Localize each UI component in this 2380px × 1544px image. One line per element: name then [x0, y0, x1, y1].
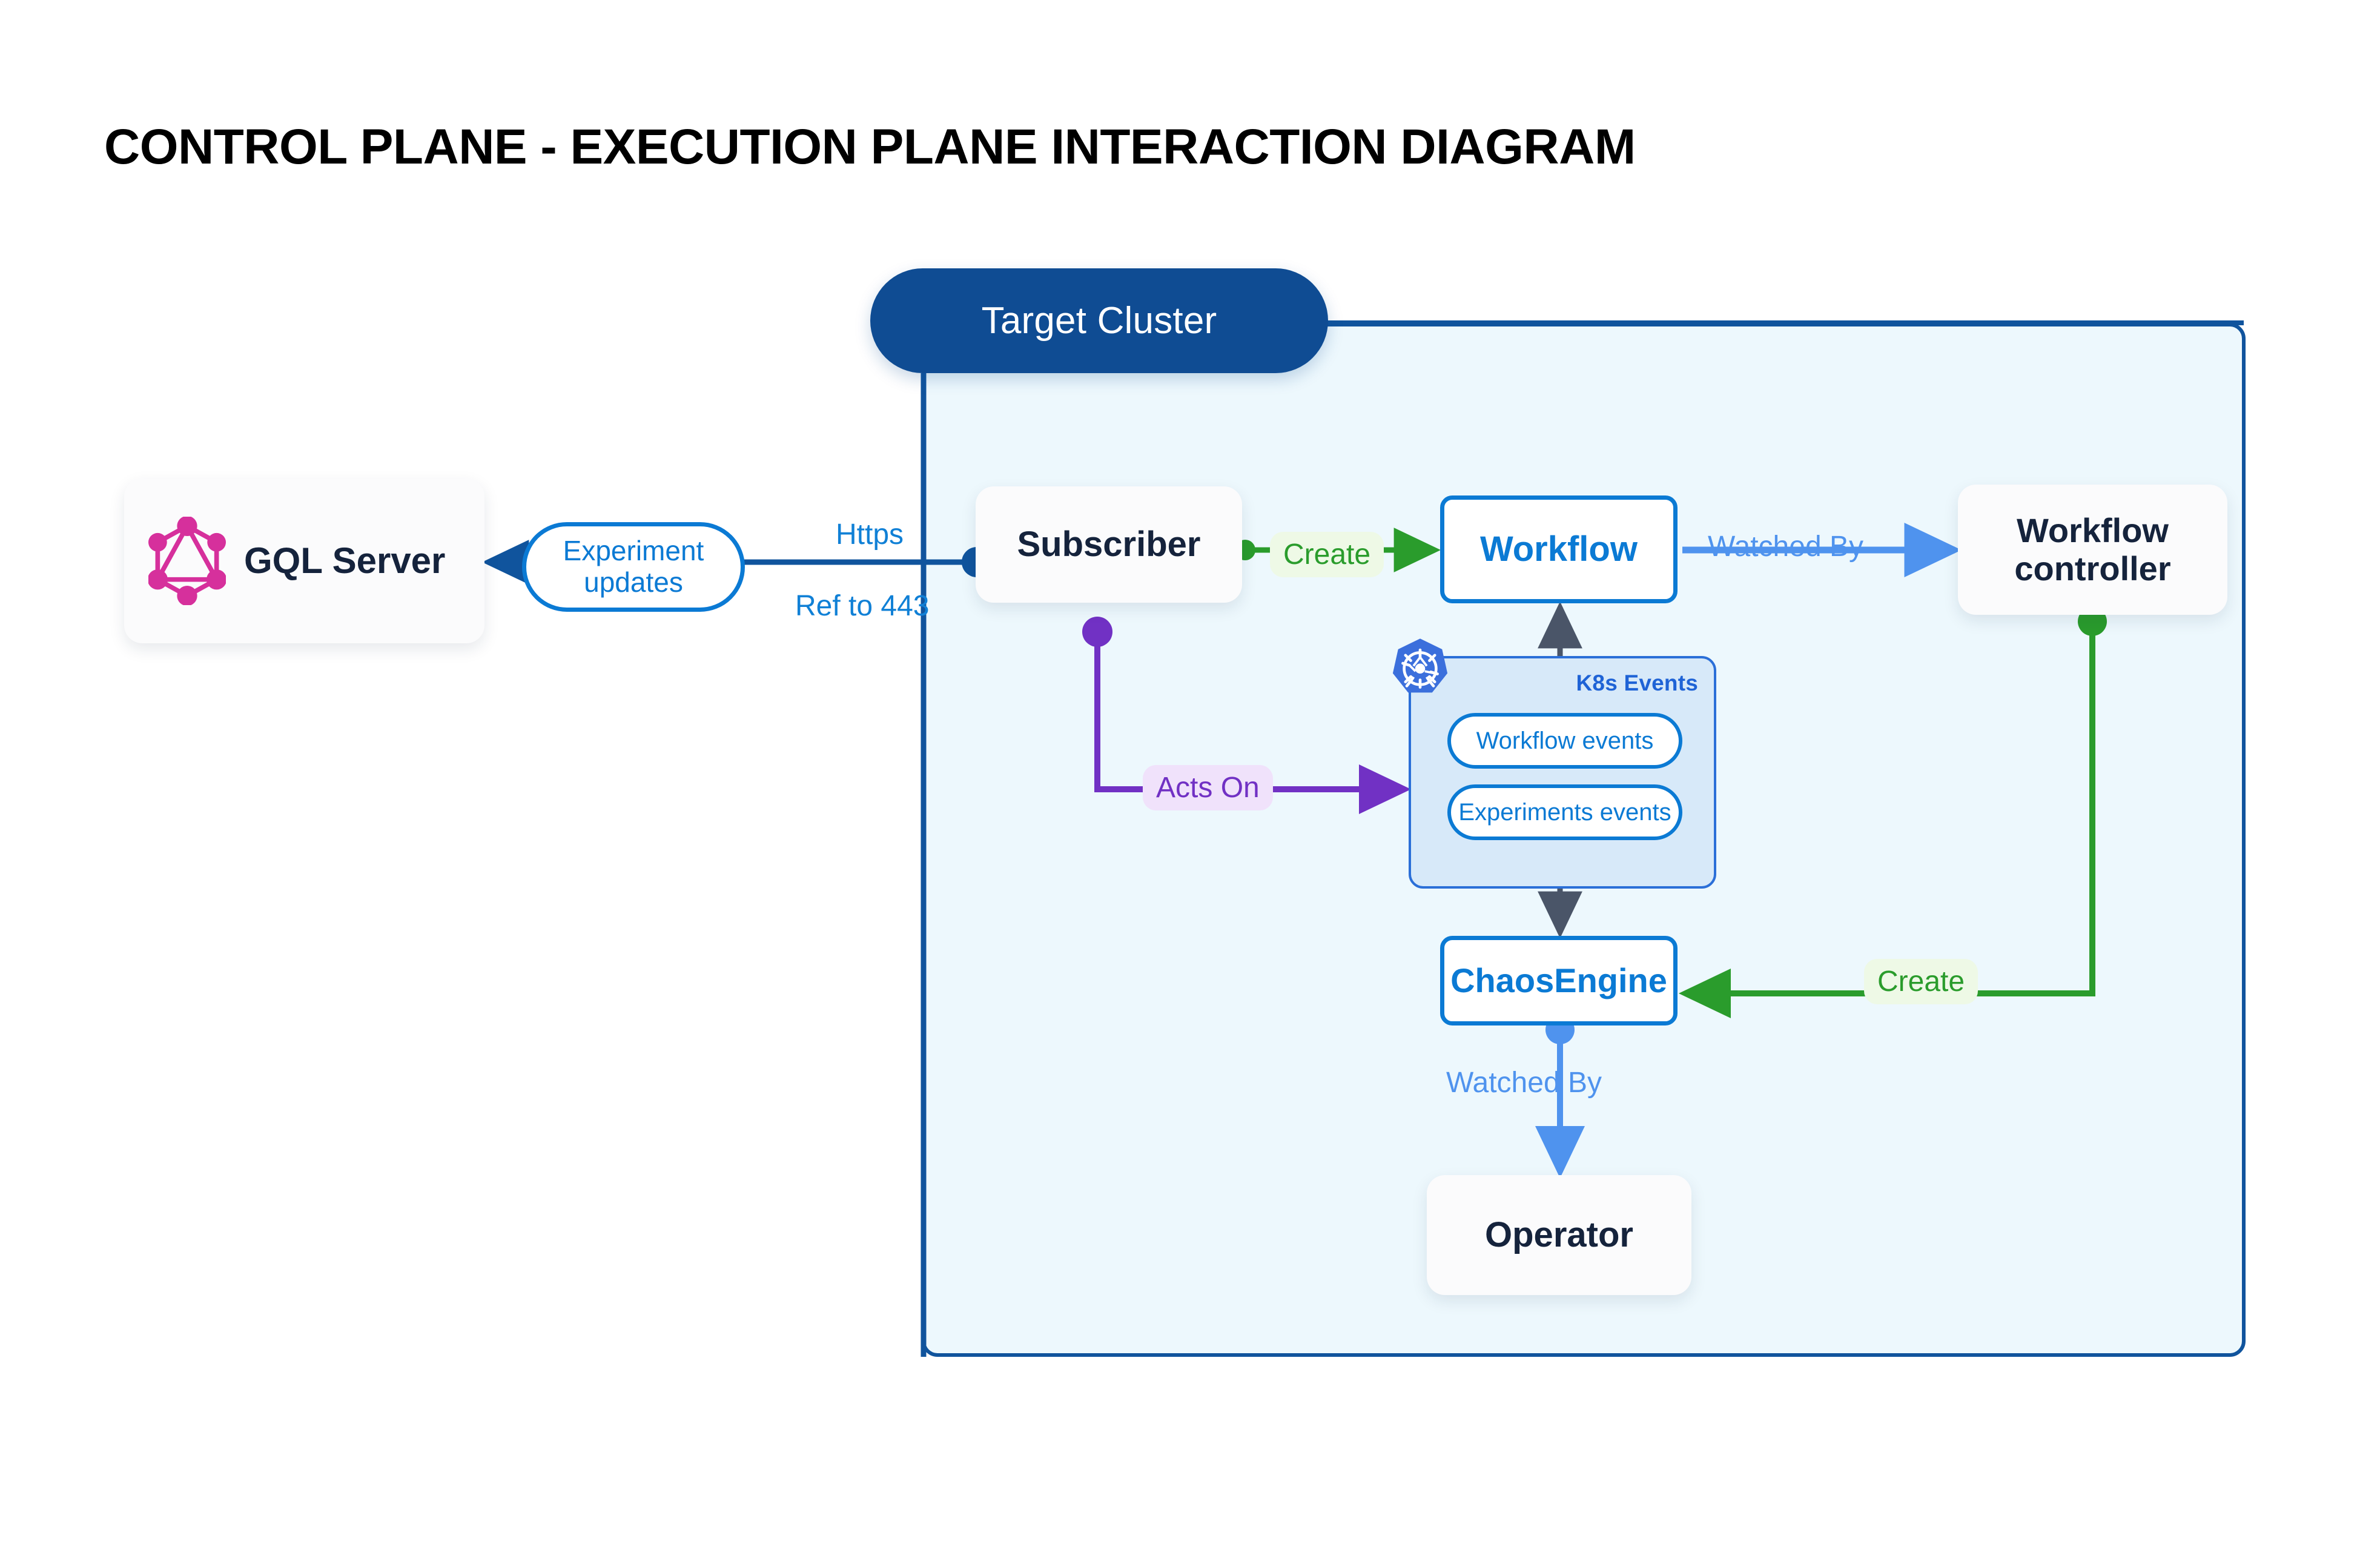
- node-operator-label: Operator: [1485, 1214, 1633, 1254]
- node-workflow-label: Workflow: [1480, 529, 1638, 569]
- pill-experiments-events-label: Experiments events: [1458, 798, 1671, 826]
- node-subscriber-label: Subscriber: [1017, 524, 1201, 564]
- node-workflow-controller[interactable]: Workflow controller: [1958, 485, 2227, 615]
- pill-workflow-events-label: Workflow events: [1476, 727, 1654, 754]
- k8s-events-group: K8s Events Workflow events Experiments e…: [1392, 638, 1716, 889]
- target-cluster-label: Target Cluster: [981, 300, 1217, 342]
- edge-label-https: Https: [836, 519, 904, 551]
- edge-label-create-workflow: Create: [1270, 532, 1384, 577]
- target-cluster-pill[interactable]: Target Cluster: [870, 268, 1328, 373]
- kubernetes-logo-icon: [1392, 638, 1448, 693]
- edge-label-experiment-updates-line1: Experiment: [563, 535, 704, 567]
- edge-label-ref-to-443: Ref to 443: [795, 590, 930, 622]
- graphql-logo-icon: [148, 517, 226, 605]
- edge-label-watched-by-operator: Watched By: [1446, 1067, 1602, 1099]
- node-workflow[interactable]: Workflow: [1440, 495, 1678, 603]
- node-chaosengine-label: ChaosEngine: [1450, 961, 1667, 1000]
- edge-label-experiment-updates: Experiment updates: [522, 522, 745, 612]
- edge-label-acts-on: Acts On: [1143, 765, 1273, 810]
- node-gql-server[interactable]: GQL Server: [124, 479, 484, 643]
- node-gql-server-label: GQL Server: [244, 540, 446, 581]
- edge-label-experiment-updates-line2: updates: [584, 566, 683, 598]
- edge-label-watched-by-workflow-controller: Watched By: [1708, 531, 1863, 563]
- node-chaosengine[interactable]: ChaosEngine: [1440, 936, 1678, 1025]
- node-workflow-controller-label: Workflow controller: [2014, 511, 2171, 588]
- pill-experiments-events[interactable]: Experiments events: [1447, 784, 1682, 840]
- node-subscriber[interactable]: Subscriber: [976, 486, 1242, 603]
- k8s-events-title: K8s Events: [1576, 671, 1698, 695]
- page-title: CONTROL PLANE - EXECUTION PLANE INTERACT…: [104, 119, 1636, 174]
- pill-workflow-events[interactable]: Workflow events: [1447, 713, 1682, 769]
- edge-label-create-chaosengine: Create: [1864, 959, 1978, 1004]
- node-operator[interactable]: Operator: [1427, 1175, 1691, 1295]
